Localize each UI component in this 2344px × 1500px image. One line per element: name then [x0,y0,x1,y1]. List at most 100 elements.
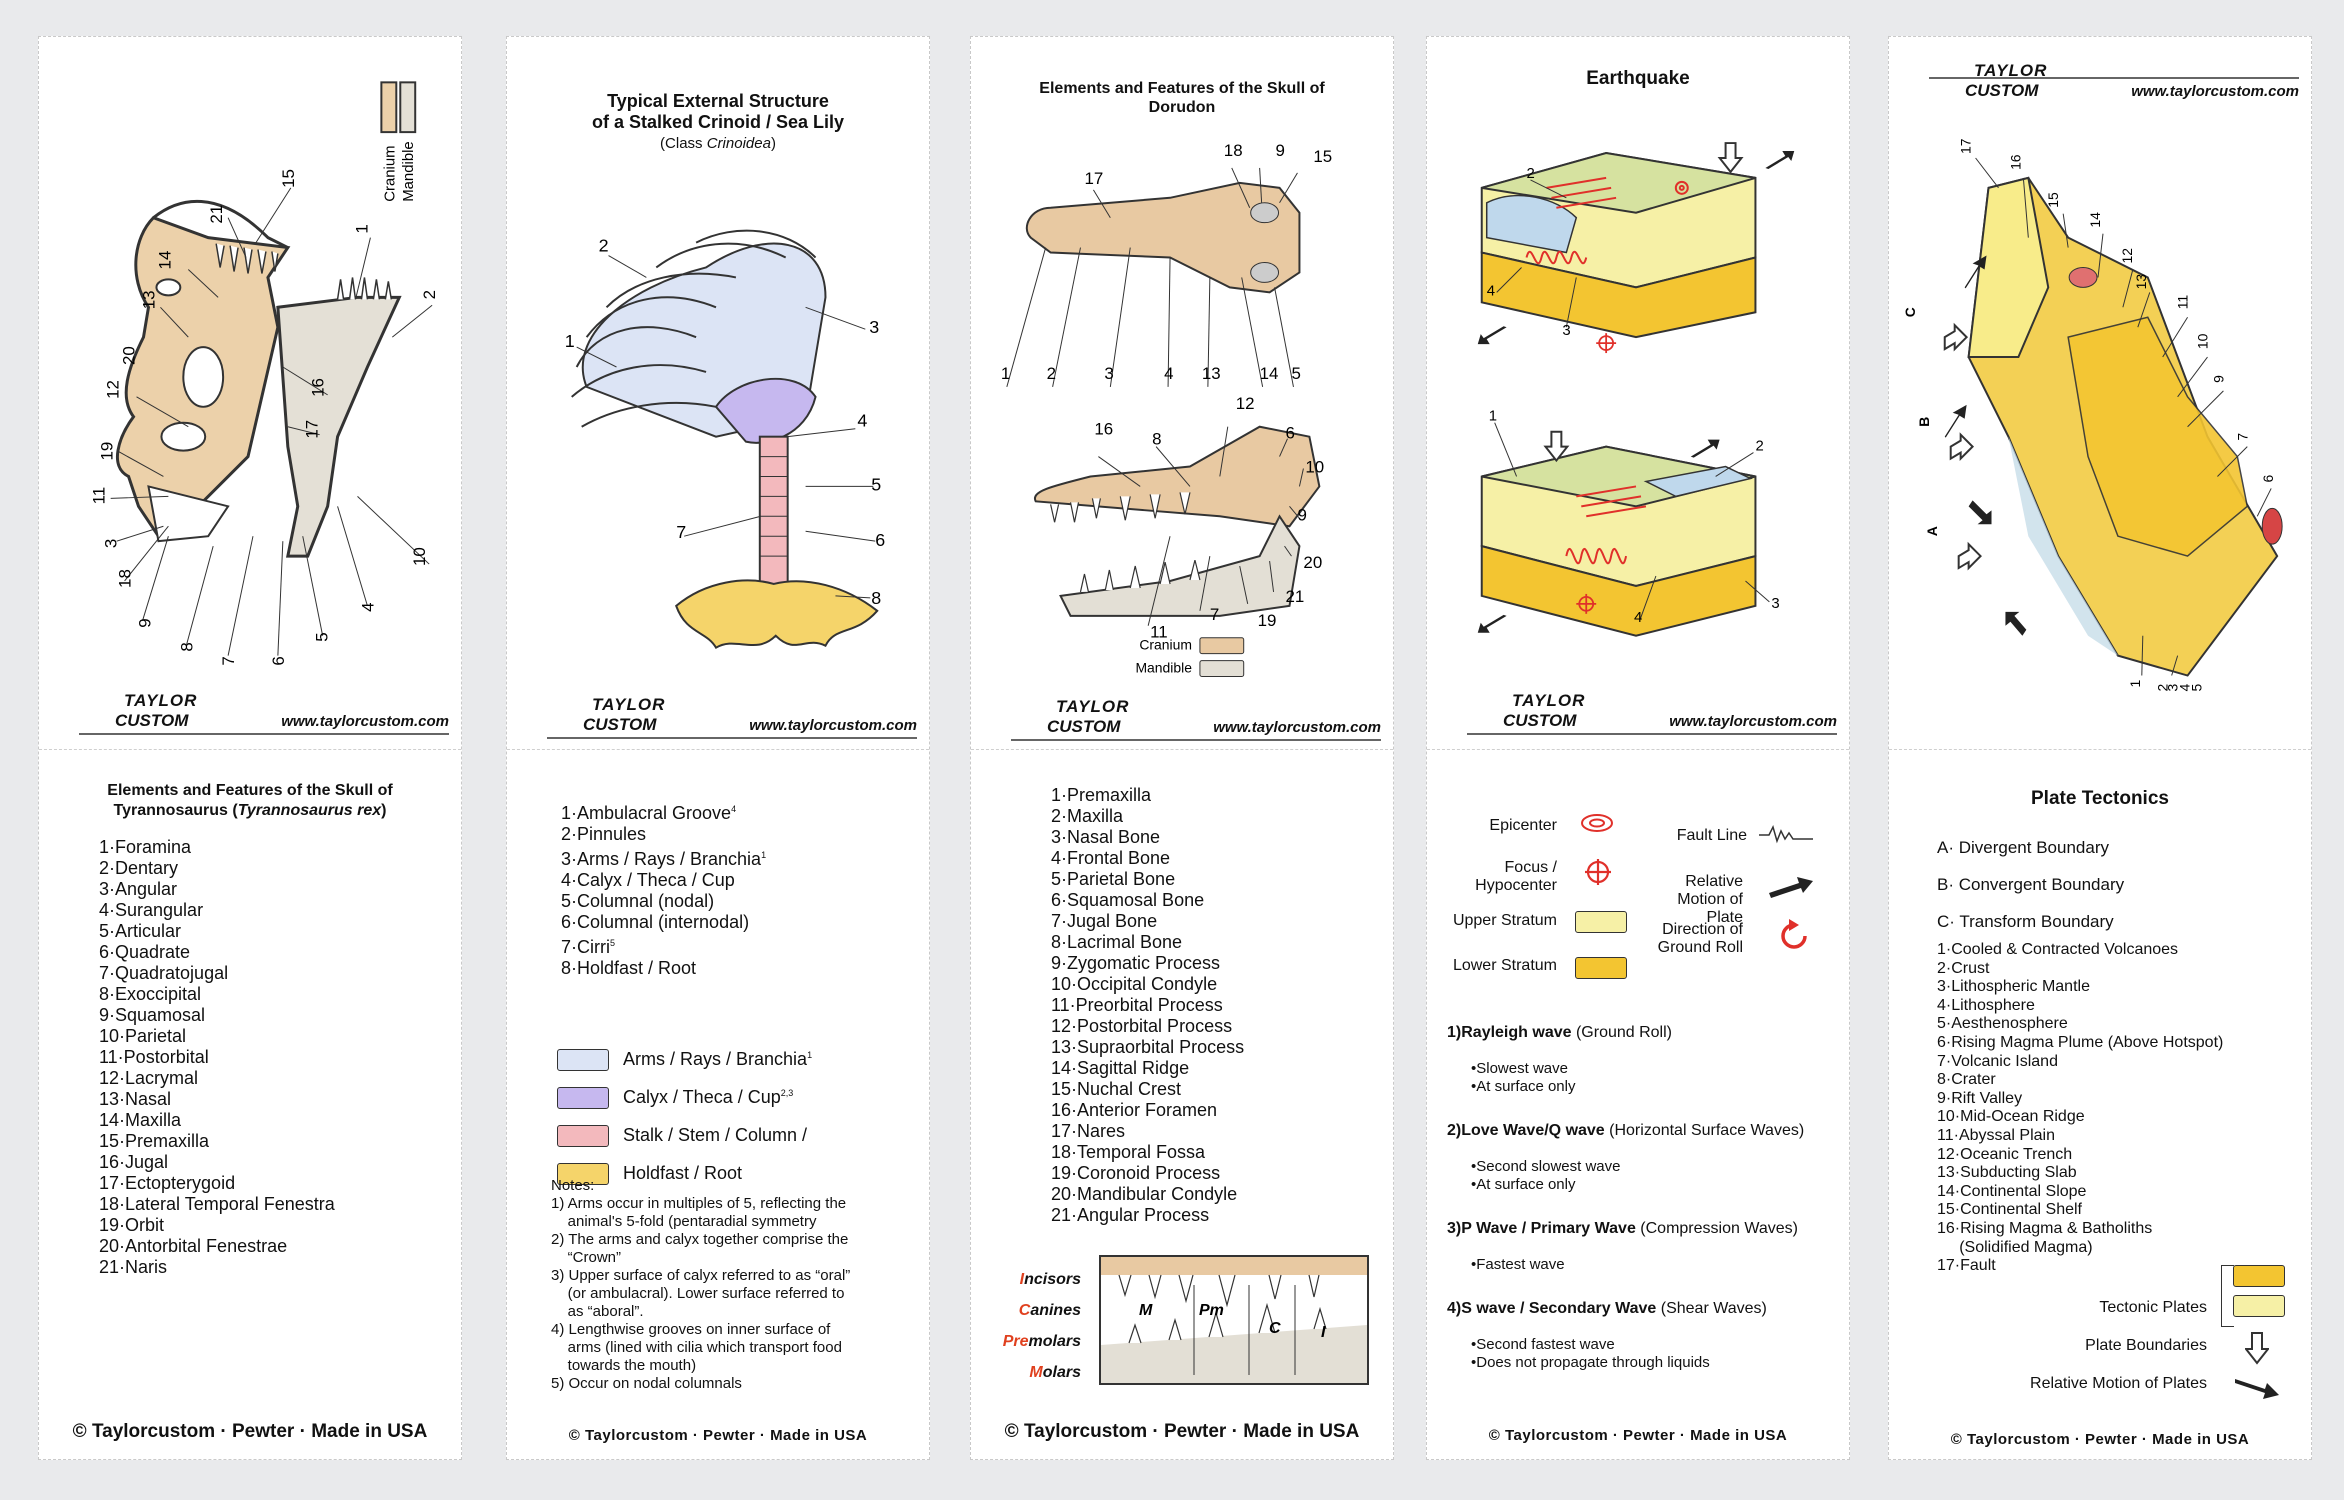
fault-line-icon [1759,824,1813,844]
plates-list-item: 11·Abyssal Plain [1937,1126,2055,1144]
trex-callout-19: 19 [98,442,117,461]
relative-motion-arrow-icon [1769,877,1813,898]
plates-list-item: 6·Rising Magma Plume (Above Hotspot) [1937,1033,2224,1051]
trex-callout-6: 6 [269,656,288,665]
crinoid-legend-label: Holdfast / Root [623,1163,743,1183]
plates-list-item: 4·Lithosphere [1937,996,2035,1014]
crinoid-note-line: as “aboral”. [551,1303,644,1320]
tectonic-plates-bracket [2221,1265,2234,1327]
trex-list-item: 7·Quadratojugal [99,963,229,983]
dorudon-side-callout: 12 [1236,394,1255,413]
crinoid-legend-swatch [557,1087,609,1109]
trex-list-item: 1·Foramina [99,837,192,857]
plates-callout: C [1902,307,1918,317]
brand-url[interactable]: www.taylorcustom.com [1669,713,1837,730]
brand-logo-line2: CUSTOM [1503,711,1577,730]
trex-callout-11: 11 [90,487,109,505]
dorudon-list-item: 11·Preorbital Process [1051,995,1223,1015]
wave-entry: 4)S wave / Secondary Wave (Shear Waves)•… [1447,1299,1847,1372]
dorudon-side-callout: 7 [1210,605,1219,624]
trex-callout-21: 21 [207,205,226,224]
brand-url[interactable]: www.taylorcustom.com [749,717,917,734]
crinoid-list-item: 3·Arms / Rays / Branchia1 [561,849,767,869]
trex-callout-20: 20 [120,346,139,365]
tooth-region-mark: M [1139,1302,1153,1319]
crinoid-callout: 3 [869,317,879,337]
brand-url[interactable]: www.taylorcustom.com [281,713,449,730]
crinoid-callout: 6 [875,530,885,550]
wave-bullet: •Does not propagate through liquids [1471,1354,1710,1371]
trex-callout-3: 3 [102,539,121,548]
dorudon-top-callout: 1 [1001,364,1010,383]
earthquake-footer: © Taylorcustom · Pewter · Made in USA [1488,1427,1788,1444]
trex-callout-8: 8 [177,642,196,651]
key-fault-label: Fault Line [1676,827,1747,844]
dorudon-side-callout: 20 [1303,553,1322,572]
wave-bullet: •Second slowest wave [1471,1158,1621,1175]
earthquake-top-callout: 3 [1562,322,1570,339]
earthquake-brand: TAYLOR CUSTOM www.taylorcustom.com [1467,691,1837,751]
dorudon-side-callout: 9 [1297,505,1306,524]
dorudon-side-callout: 16 [1094,420,1113,439]
trex-legend-mandible: Mandible [400,141,417,202]
crinoid-callout: 7 [676,522,686,542]
upper-stratum-swatch [1575,911,1627,933]
plates-list-item: 3·Lithospheric Mantle [1937,978,2090,996]
dorudon-top-callout: 15 [1313,147,1332,166]
crinoid-note-line: (or ambulacral). Lower surface referred … [551,1285,845,1302]
trex-list-item: 11·Postorbital [99,1047,209,1067]
trex-list-item: 16·Jugal [99,1152,169,1172]
plates-list-item: 2·Crust [1937,959,1990,977]
trex-list-item: 3·Angular [99,879,178,899]
plates-callout: 16 [2007,154,2023,170]
plates-list-item: (Solidified Magma) [1937,1238,2093,1256]
relative-motion-arrow-icon [2235,1379,2279,1399]
crinoid-list-item: 8·Holdfast / Root [561,958,697,978]
trex-list-item: 17·Ectopterygoid [99,1173,236,1193]
brand-divider [1929,77,2299,79]
brand-divider [547,737,917,739]
dorudon-legend-cranium: Cranium [1139,637,1192,653]
plates-callout: 10 [2194,333,2210,349]
plates-list-item: 1·Cooled & Contracted Volcanoes [1937,941,2179,958]
brand-url[interactable]: www.taylorcustom.com [1213,719,1381,736]
brand-url[interactable]: www.taylorcustom.com [2131,83,2299,100]
dorudon-top-callout: 2 [1047,364,1056,383]
dorudon-list-item: 19·Coronoid Process [1051,1163,1221,1183]
plates-list-item: 8·Crater [1937,1071,1996,1089]
dorudon-top-callout: 13 [1202,364,1221,383]
trex-list-item: 8·Exoccipital [99,984,202,1004]
crinoid-callout: 8 [871,588,881,608]
trex-callout-14: 14 [155,251,174,270]
dorudon-side-callout: 21 [1286,587,1305,606]
trex-callout-12: 12 [104,380,123,399]
crinoid-subtitle: (Class Crinoidea) [660,135,776,152]
crinoid-legend-label: Calyx / Theca / Cup2,3 [623,1087,794,1107]
trex-callout-4: 4 [358,602,377,611]
plates-callout: 12 [2119,248,2135,264]
dorudon-title: Elements and Features of the Skull of Do… [971,79,1393,117]
card-earthquake: Earthquake [1426,36,1850,1460]
trex-callout-15: 15 [279,169,298,188]
dorudon-brand: TAYLOR CUSTOM www.taylorcustom.com [1011,697,1381,757]
dorudon-list-item: 21·Angular Process [1051,1205,1210,1225]
dorudon-top-callout: 18 [1224,141,1243,160]
trex-list-item: 13·Nasal [99,1089,172,1109]
dorudon-side-callout: 6 [1286,424,1295,443]
crinoid-callout: 4 [857,411,867,431]
plates-list-item: 5·Aesthenosphere [1937,1015,2068,1033]
plates-list-item: 10·Mid-Ocean Ridge [1937,1108,2085,1126]
dorudon-top-callout: 9 [1276,141,1285,160]
key-lower-label: Lower Stratum [1452,957,1557,974]
crinoid-note-line: 4) Lengthwise grooves on inner surface o… [551,1321,831,1338]
dorudon-list-item: 3·Nasal Bone [1051,827,1161,847]
trex-callout-16: 16 [309,378,328,397]
crinoid-callout: 2 [599,236,609,256]
plates-callout: 17 [1958,138,1974,154]
key-focus-label: Focus / Hypocenter [1475,859,1557,894]
